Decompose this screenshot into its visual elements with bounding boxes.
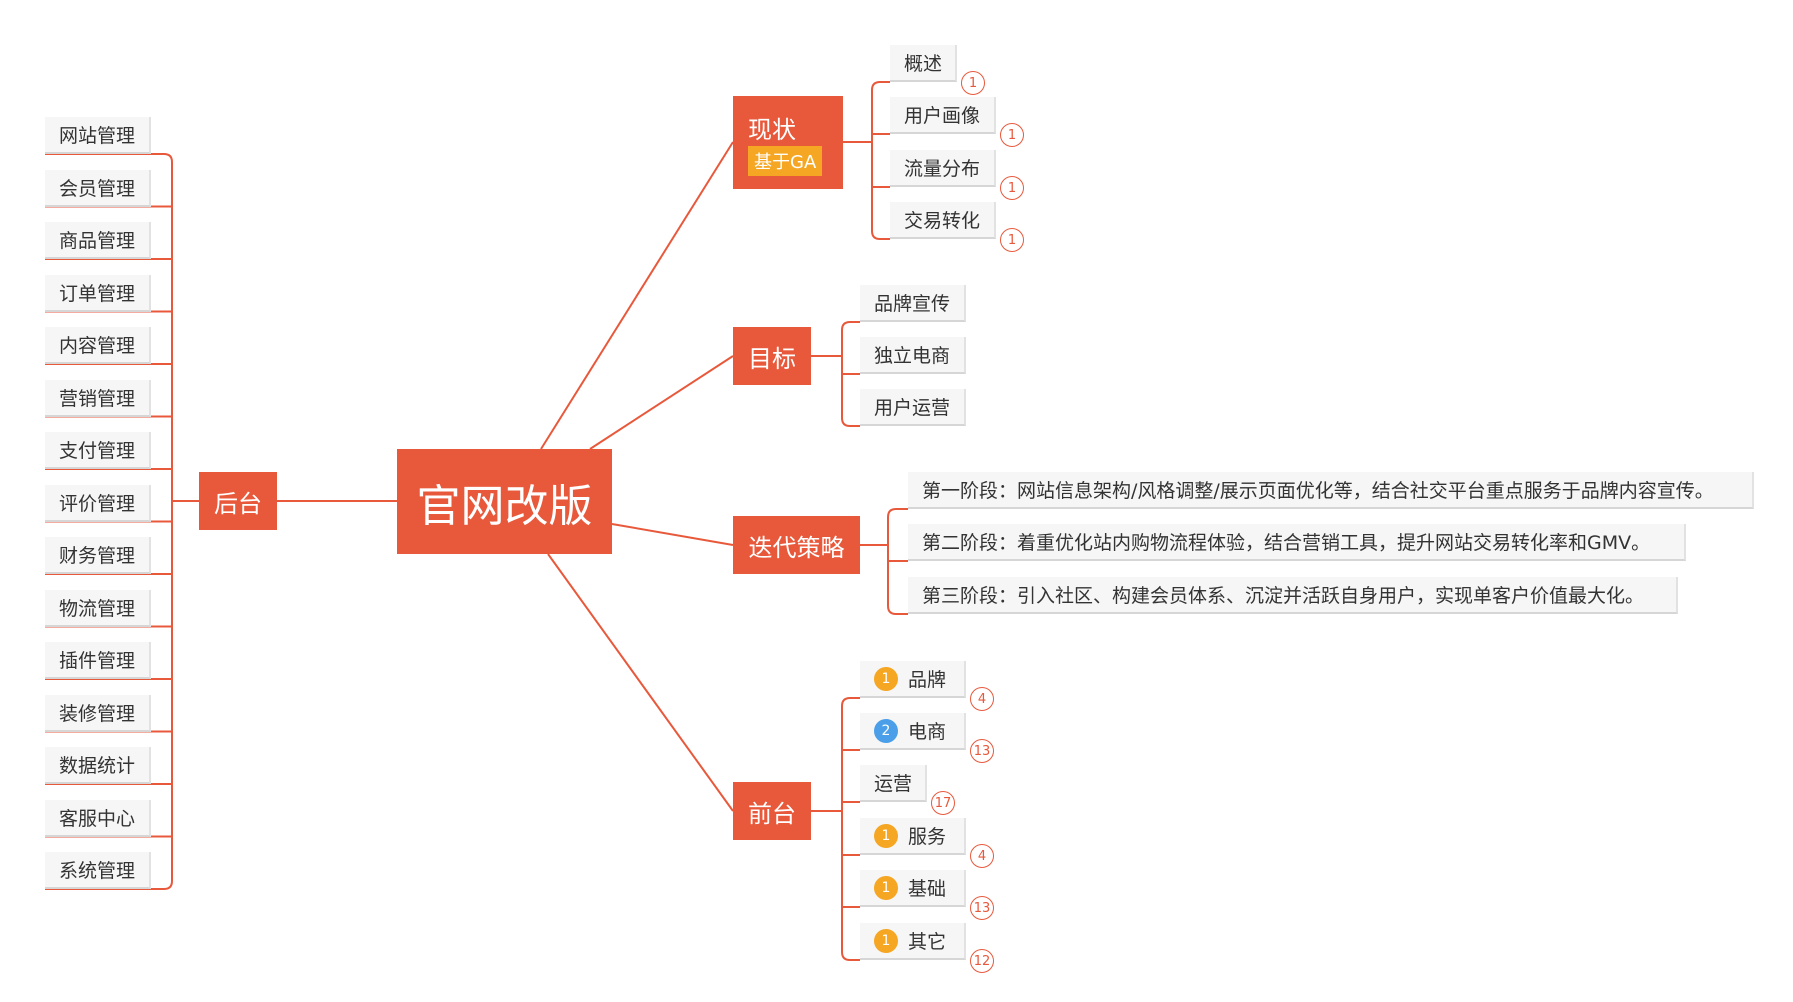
goal-item-label: 用户运营	[874, 397, 951, 419]
priority-1-icon: 1	[874, 666, 898, 691]
backend-item[interactable]: 营销管理	[45, 379, 151, 417]
goal-item-label: 独立电商	[874, 345, 951, 367]
backend-item-label: 数据统计	[59, 755, 136, 777]
connector-central-strategy	[611, 523, 734, 546]
frontend-item-label: 电商	[908, 721, 947, 743]
frontend-item[interactable]: 2 电商	[860, 713, 966, 750]
goal-item[interactable]: 用户运营	[860, 389, 966, 426]
connector-central-status	[540, 141, 734, 450]
priority-2-icon: 2	[874, 718, 898, 743]
backend-item-label: 装修管理	[59, 702, 136, 725]
backend-item[interactable]: 订单管理	[45, 274, 151, 312]
backend-item[interactable]: 客服中心	[45, 799, 151, 837]
connector-central-goals	[589, 355, 734, 450]
frontend-item-label: 运营	[874, 773, 913, 795]
backend-item-label: 营销管理	[59, 387, 136, 410]
topic-frontend[interactable]: 前台	[733, 782, 811, 840]
frontend-item[interactable]: 1 基础	[860, 870, 966, 907]
status-item-label: 流量分布	[904, 158, 981, 180]
backend-item[interactable]: 财务管理	[45, 537, 151, 574]
strategy-phase-label: 第二阶段：着重优化站内购物流程体验，结合营销工具，提升网站交易转化率和GMV。	[922, 532, 1651, 554]
backend-item[interactable]: 网站管理	[45, 117, 151, 154]
goal-item-label: 品牌宣传	[874, 293, 951, 315]
count-badge: 1	[1000, 176, 1024, 200]
frontend-brace	[841, 697, 860, 961]
backend-item[interactable]: 内容管理	[45, 327, 151, 364]
strategy-phase-label: 第三阶段：引入社区、构建会员体系、沉淀并活跃自身用户，实现单客户价值最大化。	[922, 585, 1645, 607]
backend-item[interactable]: 物流管理	[45, 589, 151, 627]
status-item-label: 用户画像	[904, 105, 981, 127]
tag-based-on-ga: 基于GA	[748, 146, 823, 176]
topic-strategy[interactable]: 迭代策略	[733, 516, 860, 574]
count-badge: 12	[970, 949, 994, 973]
backend-item-label: 客服中心	[59, 807, 136, 830]
priority-1-icon: 1	[874, 928, 898, 953]
backend-item-label: 订单管理	[59, 282, 136, 305]
frontend-item-label: 基础	[908, 878, 947, 900]
backend-item-label: 财务管理	[59, 545, 136, 567]
strategy-phase-label: 第一阶段：网站信息架构/风格调整/展示页面优化等，结合社交平台重点服务于品牌内容…	[922, 480, 1714, 502]
backend-item-label: 会员管理	[59, 177, 136, 200]
strategy-phase[interactable]: 第一阶段：网站信息架构/风格调整/展示页面优化等，结合社交平台重点服务于品牌内容…	[908, 472, 1754, 509]
frontend-item[interactable]: 1 其它	[860, 923, 966, 960]
count-badge: 13	[970, 739, 994, 763]
backend-item[interactable]: 商品管理	[45, 222, 151, 259]
frontend-item-label: 品牌	[908, 669, 947, 691]
connector-central-frontend	[547, 553, 734, 812]
topic-goals[interactable]: 目标	[733, 327, 811, 385]
frontend-item[interactable]: 1 品牌	[860, 661, 966, 698]
frontend-item-label: 其它	[908, 931, 947, 953]
backend-item[interactable]: 评价管理	[45, 484, 151, 522]
frontend-item[interactable]: 1 服务	[860, 818, 966, 855]
backend-item-label: 内容管理	[59, 335, 136, 357]
status-item-label: 概述	[904, 53, 943, 75]
backend-item[interactable]: 装修管理	[45, 694, 151, 732]
backend-item-label: 物流管理	[59, 597, 136, 620]
backend-item[interactable]: 会员管理	[45, 169, 151, 207]
topic-backend[interactable]: 后台	[199, 472, 277, 530]
status-item-label: 交易转化	[904, 210, 981, 232]
backend-item-label: 插件管理	[59, 650, 136, 672]
priority-1-icon: 1	[874, 875, 898, 900]
backend-item[interactable]: 系统管理	[45, 852, 151, 889]
central-topic[interactable]: 官网改版	[397, 449, 612, 554]
goal-item[interactable]: 独立电商	[860, 337, 966, 374]
backend-item-label: 商品管理	[59, 230, 136, 252]
count-badge: 1	[1000, 228, 1024, 252]
status-item[interactable]: 流量分布	[890, 150, 996, 187]
count-badge: 13	[970, 896, 994, 920]
backend-item-label: 系统管理	[59, 860, 136, 882]
count-badge: 4	[970, 844, 994, 868]
backend-item[interactable]: 支付管理	[45, 432, 151, 469]
topic-status[interactable]: 现状 基于GA	[733, 96, 843, 189]
frontend-item-label: 服务	[908, 826, 947, 848]
status-item[interactable]: 用户画像	[890, 97, 996, 134]
goal-item[interactable]: 品牌宣传	[860, 285, 966, 322]
frontend-item[interactable]: 运营	[860, 765, 927, 802]
status-brace	[871, 81, 890, 240]
backend-item-label: 评价管理	[59, 492, 136, 515]
backend-item[interactable]: 插件管理	[45, 642, 151, 679]
count-badge: 4	[970, 687, 994, 711]
status-item[interactable]: 概述	[890, 45, 957, 82]
backend-item-label: 网站管理	[59, 125, 136, 147]
count-badge: 17	[931, 791, 955, 815]
topic-status-label: 现状	[748, 116, 796, 144]
strategy-phase[interactable]: 第三阶段：引入社区、构建会员体系、沉淀并活跃自身用户，实现单客户价值最大化。	[908, 577, 1678, 614]
priority-1-icon: 1	[874, 823, 898, 848]
backend-item-label: 支付管理	[59, 440, 136, 462]
count-badge: 1	[961, 71, 985, 95]
strategy-phase[interactable]: 第二阶段：着重优化站内购物流程体验，结合营销工具，提升网站交易转化率和GMV。	[908, 524, 1686, 561]
backend-item[interactable]: 数据统计	[45, 747, 151, 784]
count-badge: 1	[1000, 123, 1024, 147]
status-item[interactable]: 交易转化	[890, 202, 996, 239]
